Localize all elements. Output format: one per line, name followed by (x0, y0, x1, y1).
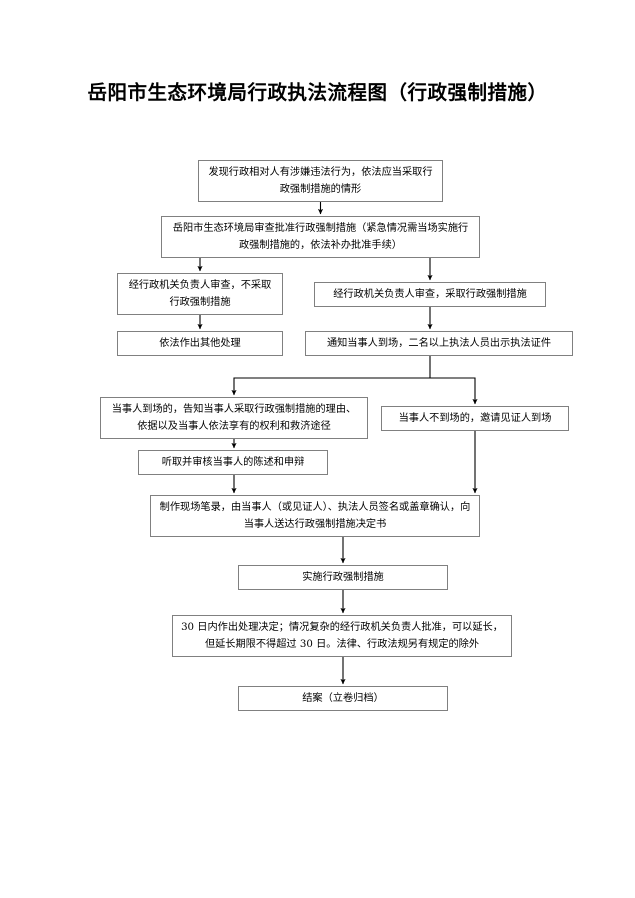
flow-node-label: 岳阳市生态环境局审查批准行政强制措施（紧急情况需当场实施行政强制措施的，依法补办… (172, 223, 469, 251)
flow-node-make-record: 制作现场笔录，由当事人（或见证人）、执法人员签名或盖章确认，向当事人送达行政强制… (150, 495, 480, 537)
flow-node-bureau-approval: 岳阳市生态环境局审查批准行政强制措施（紧急情况需当场实施行政强制措施的，依法补办… (161, 216, 480, 258)
flow-node-label: 听取并审核当事人的陈述和申辩 (161, 457, 305, 468)
flow-node-review-no-measure: 经行政机关负责人审查，不采取行政强制措施 (117, 273, 283, 315)
flow-node-other-handling: 依法作出其他处理 (117, 331, 283, 356)
flow-node-label: 实施行政强制措施 (302, 572, 384, 583)
flow-node-party-present: 当事人到场的，告知当事人采取行政强制措施的理由、 依据以及当事人依法享有的权利和… (100, 397, 368, 439)
flow-node-notify-party: 通知当事人到场，二名以上执法人员出示执法证件 (305, 331, 573, 356)
edge-n6-split (231, 356, 431, 396)
flow-node-implement-measure: 实施行政强制措施 (238, 565, 448, 590)
flow-node-detect-violation: 发现行政相对人有涉嫌违法行为，依法应当采取行政强制措施的情形 (198, 160, 443, 202)
flow-node-case-closed: 结案（立卷归档） (238, 686, 448, 711)
flow-node-decision-30-days: 30 日内作出处理决定；情况复杂的经行政机关负责人批准，可以延长，但延长期限不得… (172, 615, 512, 657)
flow-node-label: 依法作出其他处理 (159, 338, 241, 349)
flow-node-party-absent: 当事人不到场的，邀请见证人到场 (381, 406, 569, 431)
flow-node-label: 通知当事人到场，二名以上执法人员出示执法证件 (326, 338, 552, 349)
flow-node-label: 发现行政相对人有涉嫌违法行为，依法应当采取行政强制措施的情形 (208, 167, 433, 195)
page-title: 岳阳市生态环境局行政执法流程图（行政强制措施） (87, 81, 548, 104)
edge-n6-n8 (430, 377, 478, 405)
flow-node-label: 30 日内作出处理决定；情况复杂的经行政机关负责人批准，可以延长，但延长期限不得… (181, 622, 503, 650)
flow-node-review-take-measure: 经行政机关负责人审查，采取行政强制措施 (314, 282, 546, 307)
flow-node-label: 当事人不到场的，邀请见证人到场 (398, 413, 552, 424)
flow-node-label: 经行政机关负责人审查，采取行政强制措施 (333, 289, 527, 300)
flow-node-hear-statement: 听取并审核当事人的陈述和申辩 (138, 450, 328, 475)
flow-node-label: 结案（立卷归档） (302, 693, 384, 704)
flow-node-label: 制作现场笔录，由当事人（或见证人）、执法人员签名或盖章确认，向当事人送达行政强制… (159, 502, 471, 530)
flow-node-label: 当事人到场的，告知当事人采取行政强制措施的理由、 依据以及当事人依法享有的权利和… (111, 404, 357, 432)
flow-node-label: 经行政机关负责人审查，不采取行政强制措施 (128, 280, 272, 308)
